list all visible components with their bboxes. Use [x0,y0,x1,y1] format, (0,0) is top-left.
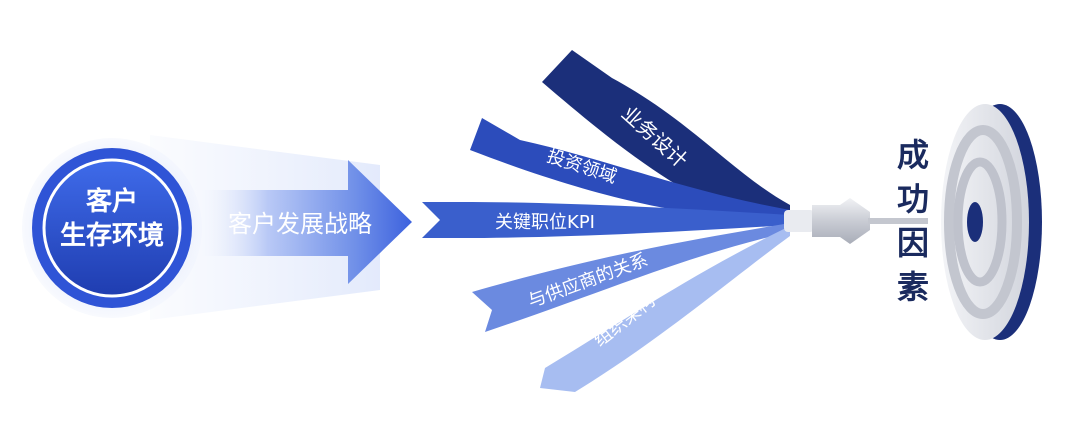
ribbon-supplier-relation [472,223,790,332]
target-icon [941,104,1042,340]
source-circle: 客户 生存环境 [22,138,202,318]
strategy-arrow-icon [190,160,412,284]
target-ring-2 [953,157,1007,287]
dart-collar [784,210,814,232]
ribbon-label-key-position-kpi: 关键职位KPI [495,212,595,233]
source-core [42,158,182,298]
ribbons [422,50,790,392]
target-bullseye [967,202,983,242]
ribbon-key-position-kpi [422,202,790,238]
source-line2: 生存环境 [60,220,164,251]
goal-char-2: 功 [897,180,929,218]
source-line1: 客户 [86,186,138,217]
goal-char-1: 成 [897,136,929,174]
dart-shaft [868,218,928,224]
dart-icon [784,198,928,244]
ribbon-business-design [542,50,790,222]
dart-barrel [812,198,870,244]
ribbon-investment-area [470,118,790,222]
target-ring-1 [944,125,1022,319]
goal-char-4: 素 [897,268,929,306]
strategy-label: 客户发展战略 [228,210,372,238]
goal-char-3: 因 [897,224,929,262]
ribbon-org-structure [540,226,790,392]
